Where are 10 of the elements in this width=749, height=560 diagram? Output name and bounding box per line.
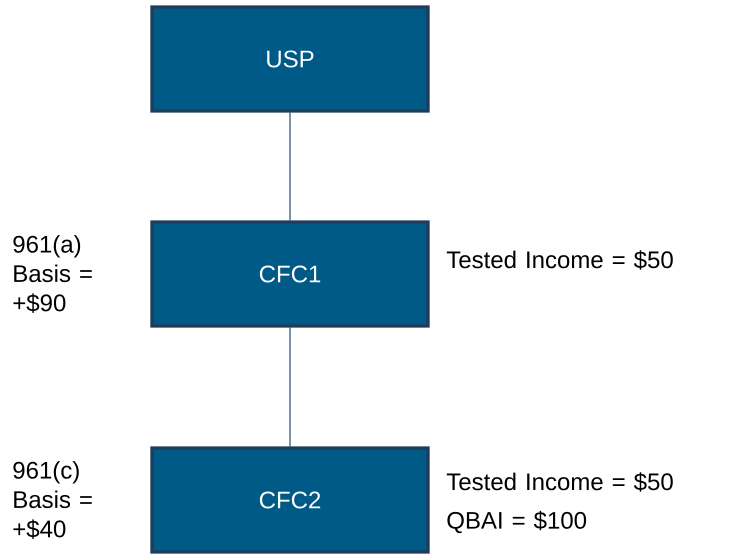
annotation-text: 961(a) Basis = +$90	[13, 235, 92, 313]
annotation-text: Tested Income = $50	[446, 472, 673, 492]
entity-box: USP	[150, 5, 430, 113]
entity-box: CFC1	[150, 220, 430, 328]
connector-line	[289, 112, 291, 220]
connector-line	[289, 328, 291, 446]
entity-box: CFC2	[150, 446, 430, 554]
annotation-text: 961(c) Basis = +$40	[13, 461, 92, 539]
annotation-text: Tested Income = $50	[446, 250, 673, 270]
annotation-text: QBAI = $100	[447, 510, 586, 534]
